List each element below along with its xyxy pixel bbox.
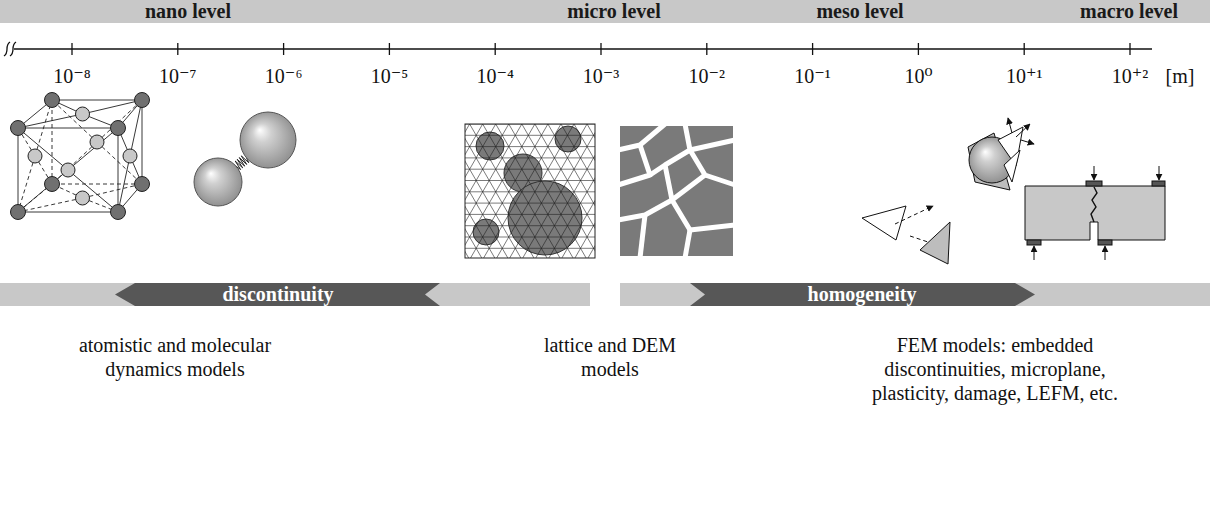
tick-label: 10⁻³ xyxy=(583,64,620,88)
tick-label-box: 10⁻⁴ xyxy=(450,64,540,88)
unit-label-box: [m] xyxy=(1157,64,1203,88)
scale-axis xyxy=(4,42,1152,56)
tick-label: 10⁰ xyxy=(904,64,932,88)
tick-label: 10⁻⁶ xyxy=(265,64,303,88)
model-caption-box: FEM models: embedded discontinuities, mi… xyxy=(849,333,1141,405)
tick-label-box: 10⁻⁸ xyxy=(27,64,117,88)
tick-label: 10⁺¹ xyxy=(1006,64,1043,88)
band-label: homogeneity xyxy=(808,283,917,306)
tick-label-box: 10⁻⁵ xyxy=(344,64,434,88)
bonded-particles xyxy=(194,112,296,206)
tick-label: 10⁻¹ xyxy=(794,64,831,88)
model-caption-box: lattice and DEM models xyxy=(521,333,699,381)
band-label: discontinuity xyxy=(222,283,333,306)
model-caption-box: atomistic and molecular dynamics models xyxy=(44,333,306,381)
tick-label-box: 10⁻³ xyxy=(556,64,646,88)
homogeneity-arrow-band: homogeneity xyxy=(620,283,1210,306)
notched-beam xyxy=(1025,166,1165,260)
model-caption: FEM models: embedded discontinuities, mi… xyxy=(849,333,1141,405)
tick-label-box: 10⁻² xyxy=(662,64,752,88)
dem-grains xyxy=(618,124,735,258)
tick-label: 10⁻² xyxy=(689,64,726,88)
tick-label-box: 10⁺² xyxy=(1085,64,1175,88)
lattice-model xyxy=(223,124,834,260)
band-label: meso level xyxy=(816,0,903,23)
model-caption: lattice and DEM models xyxy=(521,333,699,381)
meso-particles xyxy=(862,118,1034,264)
tick-label: 10⁻⁷ xyxy=(159,64,197,88)
tick-label: 10⁻⁸ xyxy=(53,64,91,88)
tick-label-box: 10⁻⁷ xyxy=(133,64,223,88)
discontinuity-arrow-band: discontinuity xyxy=(0,283,590,306)
unit-label: [m] xyxy=(1166,64,1195,88)
tick-label-box: 10⁻¹ xyxy=(768,64,858,88)
tick-label-box: 10⁰ xyxy=(873,64,963,88)
crystal-lattice xyxy=(11,93,150,220)
band-label: macro level xyxy=(1080,0,1178,23)
band-label: nano level xyxy=(145,0,231,23)
model-caption: atomistic and molecular dynamics models xyxy=(44,333,306,381)
tick-label: 10⁻⁵ xyxy=(371,64,409,88)
scale-level-band: nano level micro level meso level macro lev… xyxy=(0,0,1210,23)
tick-label: 10⁺² xyxy=(1112,64,1149,88)
tick-label: 10⁻⁴ xyxy=(476,64,514,88)
tick-label-box: 10⁻⁶ xyxy=(239,64,329,88)
band-label: micro level xyxy=(567,0,660,23)
tick-label-box: 10⁺¹ xyxy=(979,64,1069,88)
